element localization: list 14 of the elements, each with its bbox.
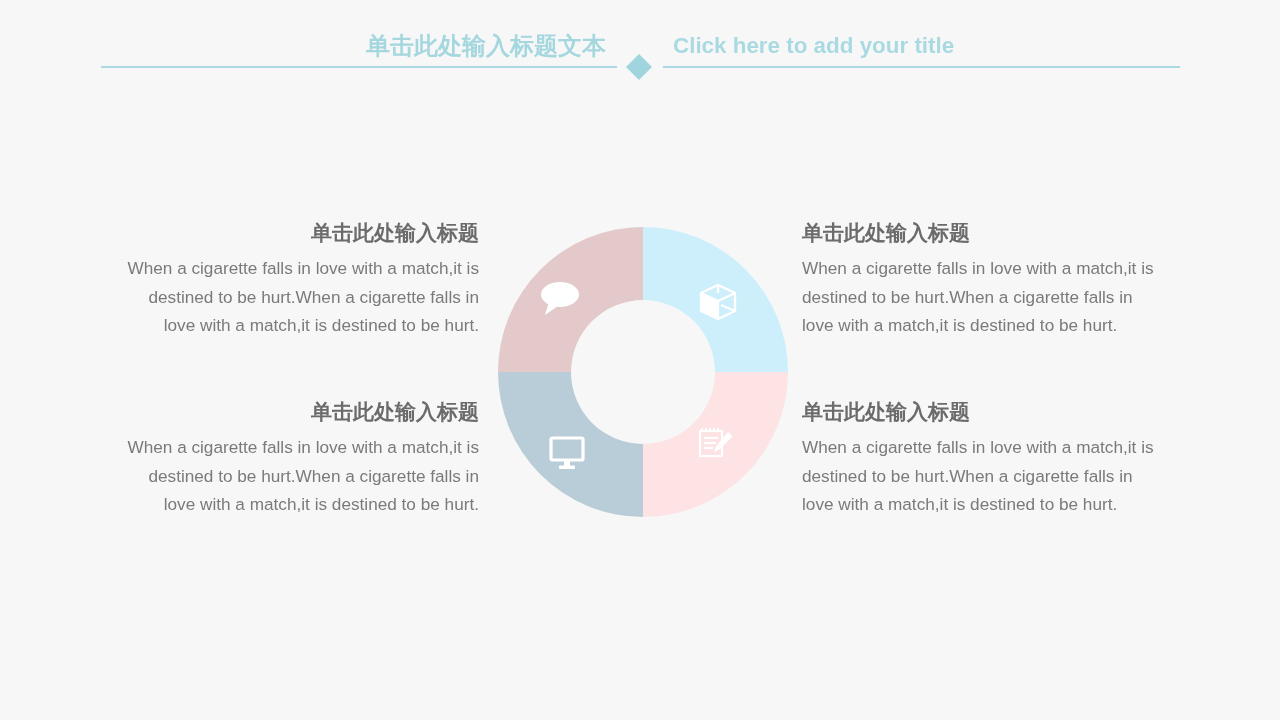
ring-segment [498, 372, 643, 517]
heading: 单击此处输入标题 [802, 399, 970, 425]
ring-segment [643, 372, 788, 517]
ring-segment [643, 227, 788, 372]
body-text: When a cigarette falls in love with a match,it is destined to be hurt.When a cigarette falls in love with a match,it is destined to be hurt. [802, 436, 1155, 516]
ring-segment [498, 227, 643, 372]
heading: 单击此处输入标题 [311, 399, 479, 425]
body-text: When a cigarette falls in love with a match,it is destined to be hurt.When a cigarette falls in love with a match,it is destined to be hurt. [802, 257, 1155, 337]
body-text: When a cigarette falls in love with a match,it is destined to be hurt.When a cigarette falls in love with a match,it is destined to be hurt. [126, 436, 479, 516]
heading: 单击此处输入标题 [311, 220, 479, 246]
title: 单击此处输入标题文本 [366, 32, 606, 61]
heading: 单击此处输入标题 [802, 220, 970, 246]
body-text: When a cigarette falls in love with a match,it is destined to be hurt.When a cigarette falls in love with a match,it is destined to be hurt. [126, 257, 479, 337]
subtitle: Click here to add your title [673, 32, 955, 60]
